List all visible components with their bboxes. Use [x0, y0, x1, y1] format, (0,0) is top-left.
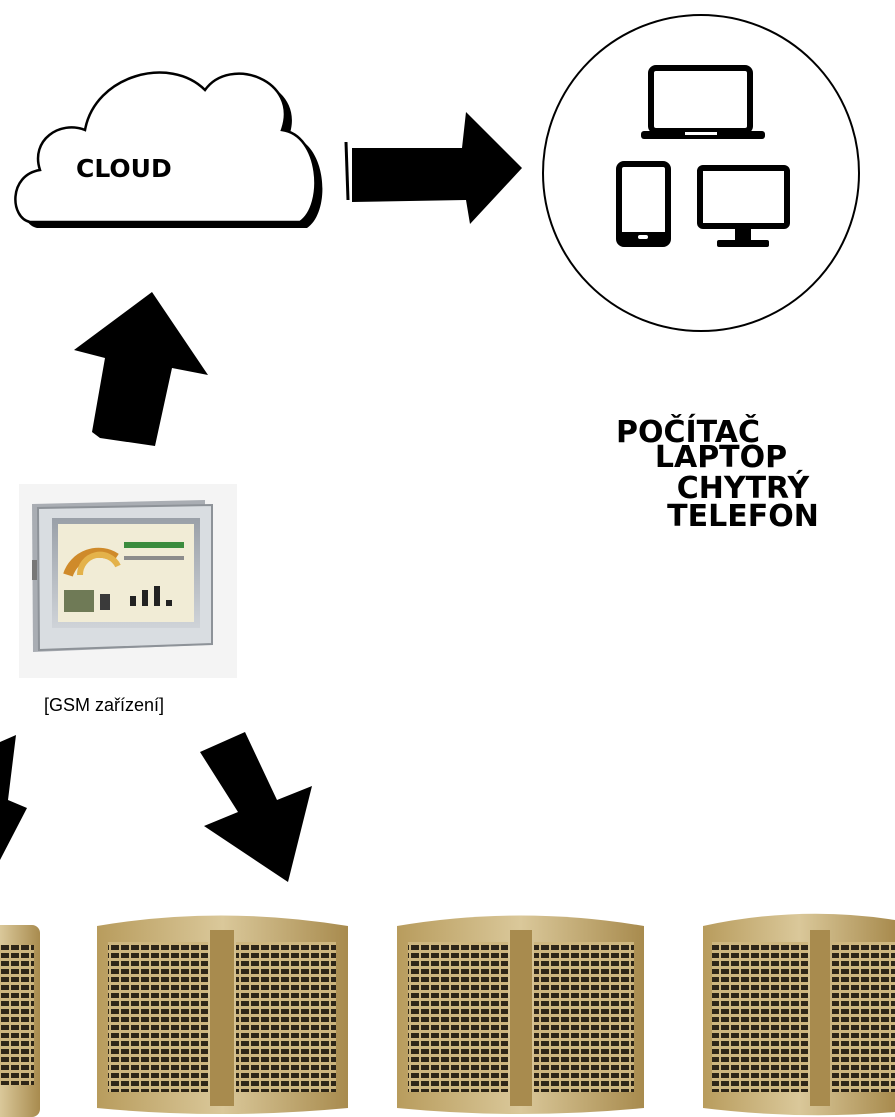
tablet-icon — [616, 161, 671, 247]
arrow-gsm-to-cooler-left — [0, 735, 27, 860]
cooler-unit — [397, 915, 644, 1114]
arrow-cloud-to-devices — [344, 112, 522, 224]
devices-label-smartphone: CHYTRÝ TELEFON — [667, 471, 819, 534]
devices-label-computer: POČÍTAČ — [615, 415, 761, 450]
arrow-gsm-to-cloud — [74, 292, 208, 446]
gsm-device-caption: [GSM zařízení] — [44, 695, 165, 715]
gsm-device-image — [19, 484, 237, 678]
cloud-label: CLOUD — [76, 154, 172, 183]
laptop-icon — [641, 65, 765, 139]
cooler-unit — [703, 913, 895, 1116]
cloud-icon — [14, 71, 323, 228]
arrow-gsm-to-cooler-right — [200, 732, 312, 882]
devices-label: POČÍTAČ LAPTOP CHYTRÝ TELEFON — [588, 418, 888, 534]
monitor-icon — [697, 165, 790, 247]
cooler-unit — [0, 925, 40, 1117]
cooler-row — [0, 913, 895, 1117]
devices-label-laptop: LAPTOP — [654, 440, 788, 475]
cooler-unit — [97, 915, 348, 1114]
